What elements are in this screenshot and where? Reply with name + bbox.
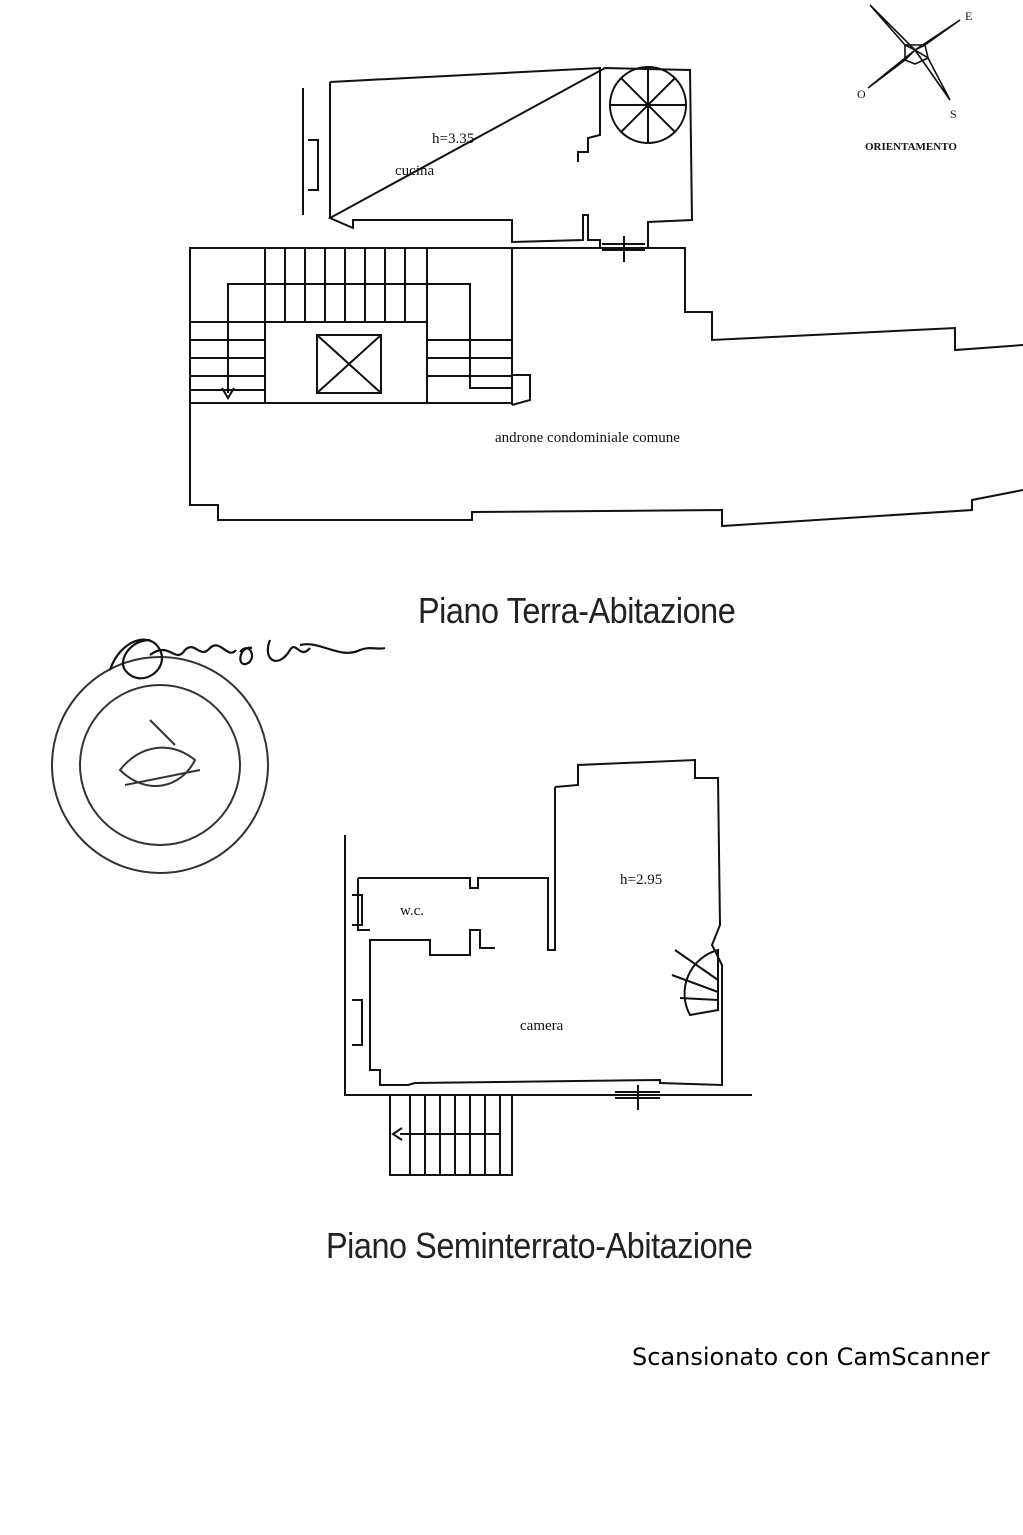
basement-floor-title: Piano Seminterrato-Abitazione [326, 1225, 753, 1266]
wc-label: w.c. [400, 903, 424, 919]
ground-floor-title: Piano Terra-Abitazione [418, 590, 736, 631]
notary-stamp [51, 656, 269, 874]
kitchen-spiral-stair [609, 66, 687, 144]
kitchen-walls [302, 66, 694, 249]
common-hall-walls [189, 247, 1023, 528]
kitchen-height-label: h=3.35 [432, 131, 474, 147]
stairwell [189, 247, 531, 406]
compass-rose-icon [867, 4, 961, 101]
compass-west-letter: O [857, 87, 866, 101]
kitchen-label: cucina [395, 163, 434, 179]
basement-stair [389, 1094, 513, 1176]
basement-height-label: h=2.95 [620, 872, 662, 888]
compass-label: ORIENTAMENTO [865, 141, 957, 153]
handwritten-signature [108, 638, 386, 680]
compass-south-letter: S [950, 107, 957, 121]
bedroom-label: camera [520, 1018, 564, 1034]
basement-walls [344, 758, 752, 1110]
compass-east-letter: E [965, 9, 972, 23]
common-hall-label: androne condominiale comune [495, 430, 680, 446]
scanner-footer-note: Scansionato con CamScanner [632, 1343, 990, 1371]
